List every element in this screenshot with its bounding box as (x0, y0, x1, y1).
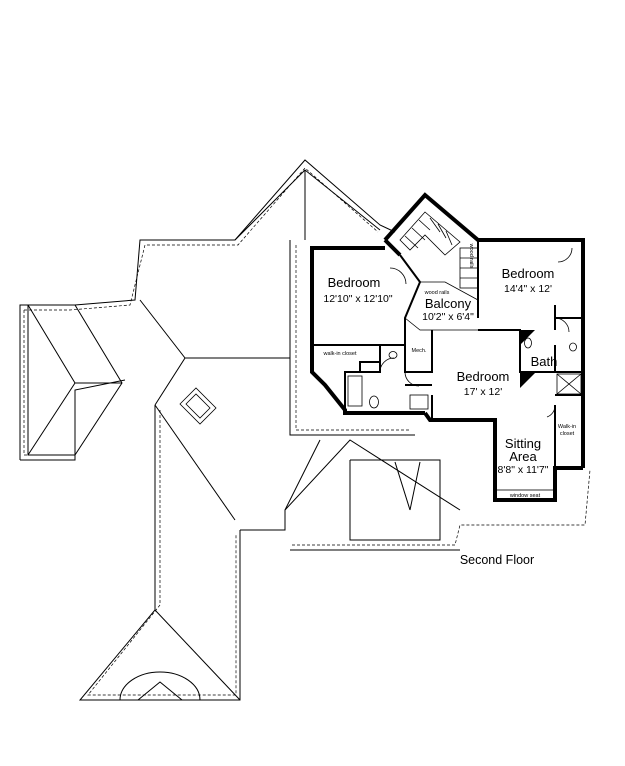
sitting-area-size: 8'8" x 11'7" (498, 464, 549, 476)
mech-label: Mech. (412, 348, 427, 354)
skylight-icon (179, 387, 217, 425)
balcony-size: 10'2" x 6'4" (422, 311, 474, 323)
walk-in-closet-left-label: walk-in closet (322, 351, 356, 357)
window-seat-label: window seat (509, 493, 541, 499)
sitting-area-name-line2: Area (509, 449, 537, 464)
interior-walls (312, 240, 583, 468)
bedroom-left-size: 12'10" x 12'10" (323, 293, 393, 305)
bedroom-left-name: Bedroom (328, 275, 381, 290)
bedroom-right-name: Bedroom (502, 266, 555, 281)
sink-icon (388, 351, 398, 359)
walk-in-right-label-line2: closet (560, 431, 575, 437)
bedroom-center-size: 17' x 12' (464, 386, 502, 398)
toilet-icon (369, 395, 379, 409)
floor-caption: Second Floor (460, 553, 534, 567)
bath-name: Bath (531, 354, 558, 369)
sink-icon (569, 342, 577, 352)
bedroom-center-name: Bedroom (457, 369, 510, 384)
sitting-area-name-line1: Sitting (505, 436, 541, 451)
wood-rails-label: wood rails (424, 290, 450, 296)
roof-plan (19, 159, 591, 701)
wood-stairs-label: wood rails (468, 243, 474, 269)
stairs (399, 211, 479, 289)
bedroom-right-size: 14'4" x 12' (504, 283, 552, 295)
toilet-icon (524, 337, 532, 349)
balcony-name: Balcony (425, 296, 472, 311)
fixtures (347, 337, 582, 501)
walk-in-right-label-line1: Walk-in (558, 424, 576, 430)
exterior-walls (310, 192, 585, 502)
door-swings (379, 247, 573, 418)
